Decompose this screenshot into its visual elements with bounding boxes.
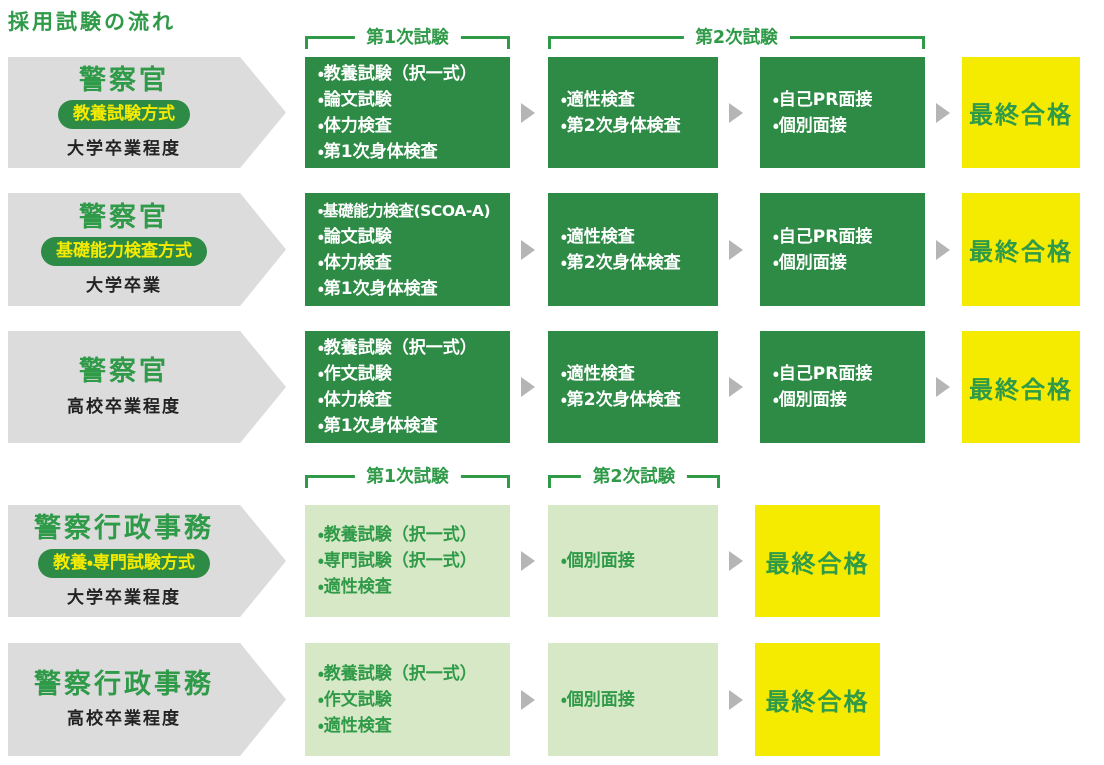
stage2-header-label-top: 第2次試験 xyxy=(683,28,790,48)
stage2-header-bracket-top: 第2次試験 xyxy=(548,28,925,49)
chevron-right-icon xyxy=(729,377,743,397)
exam-box-stage2: ・個別面接 xyxy=(548,505,718,617)
chevron-right-icon xyxy=(521,689,535,710)
exam-item: ・自己PR面接 xyxy=(773,89,873,110)
category-arrow: 警察行政事務 教養・専門試験方式 大学卒業程度 xyxy=(8,505,286,617)
exam-item: ・個別面接 xyxy=(773,390,847,410)
chevron-right-icon xyxy=(729,239,743,260)
stage1-header-bracket-bottom: 第1次試験 xyxy=(305,467,510,488)
chevron-right-icon xyxy=(521,551,535,571)
exam-item: ・自己PR面接 xyxy=(773,226,873,247)
category-level: 高校卒業程度 xyxy=(67,396,181,417)
exam-item: ・適性検査 xyxy=(318,577,392,597)
exam-item: ・第1次身体検査 xyxy=(318,416,438,436)
stage2-header-label-bottom: 第2次試験 xyxy=(580,467,688,487)
exam-box-stage3: ・自己PR面接 ・個別面接 xyxy=(760,193,925,306)
category-title: 警察行政事務 xyxy=(34,668,214,700)
stage1-header-label-top: 第1次試験 xyxy=(354,28,461,48)
flow-row-admin-university: 警察行政事務 教養・専門試験方式 大学卒業程度 ・教養試験（択一式） ・専門試験… xyxy=(0,505,1104,617)
category-arrow: 警察官 基礎能力検査方式 大学卒業 xyxy=(8,193,286,306)
exam-box-stage1: ・教養試験（択一式） ・論文試験 ・体力検査 ・第1次身体検査 xyxy=(305,57,510,168)
exam-item: ・個別面接 xyxy=(773,115,847,136)
exam-box-stage1: ・教養試験（択一式） ・作文試験 ・体力検査 ・第1次身体検査 xyxy=(305,331,510,443)
exam-item: ・第1次身体検査 xyxy=(318,141,438,162)
exam-box-stage2: ・適性検査 ・第2次身体検査 xyxy=(548,193,718,306)
category-level: 大学卒業 xyxy=(86,276,162,297)
exam-item: ・教養試験（択一式） xyxy=(318,338,477,358)
flow-row-admin-highschool: 警察行政事務 高校卒業程度 ・教養試験（択一式） ・作文試験 ・適性検査 ・個別… xyxy=(0,643,1104,756)
exam-item: ・教養試験（択一式） xyxy=(318,63,477,84)
category-badge: 教養・専門試験方式 xyxy=(38,548,210,578)
final-pass-box: 最終合格 xyxy=(962,193,1080,306)
category-badge: 基礎能力検査方式 xyxy=(41,237,207,267)
exam-box-stage2: ・適性検査 ・第2次身体検査 xyxy=(548,57,718,168)
exam-item: ・適性検査 xyxy=(318,715,392,736)
exam-box-stage1: ・教養試験（択一式） ・専門試験（択一式） ・適性検査 xyxy=(305,505,510,617)
final-pass-box: 最終合格 xyxy=(962,57,1080,168)
exam-item: ・体力検査 xyxy=(318,115,392,136)
exam-box-stage3: ・自己PR面接 ・個別面接 xyxy=(760,57,925,168)
exam-item: ・教養試験（択一式） xyxy=(318,663,477,684)
category-level: 大学卒業程度 xyxy=(67,139,181,160)
exam-item: ・第2次身体検査 xyxy=(561,115,681,136)
exam-item: ・第2次身体検査 xyxy=(561,252,681,273)
category-title: 警察官 xyxy=(79,201,169,233)
exam-item: ・個別面接 xyxy=(561,551,635,571)
flow-row-police-kiso: 警察官 基礎能力検査方式 大学卒業 ・基礎能力検査(SCOA-A) ・論文試験 … xyxy=(0,193,1104,306)
exam-item: ・作文試験 xyxy=(318,364,392,384)
exam-item: ・第2次身体検査 xyxy=(561,390,681,410)
exam-item: ・教養試験（択一式） xyxy=(318,525,477,545)
exam-item: ・専門試験（択一式） xyxy=(318,551,477,571)
category-title: 警察官 xyxy=(79,356,169,388)
final-pass-box: 最終合格 xyxy=(755,643,880,756)
chevron-right-icon xyxy=(729,551,743,571)
category-title: 警察官 xyxy=(79,64,169,96)
category-title: 警察行政事務 xyxy=(34,513,214,545)
exam-item: ・作文試験 xyxy=(318,689,392,710)
chevron-right-icon xyxy=(936,239,950,260)
category-arrow: 警察行政事務 高校卒業程度 xyxy=(8,643,286,756)
exam-item: ・個別面接 xyxy=(561,689,635,710)
exam-box-stage1: ・基礎能力検査(SCOA-A) ・論文試験 ・体力検査 ・第1次身体検査 xyxy=(305,193,510,306)
stage1-header-label-bottom: 第1次試験 xyxy=(354,467,461,487)
exam-item: ・適性検査 xyxy=(561,89,635,110)
chevron-right-icon xyxy=(936,102,950,123)
chevron-right-icon xyxy=(729,102,743,123)
exam-box-stage1: ・教養試験（択一式） ・作文試験 ・適性検査 xyxy=(305,643,510,756)
chevron-right-icon xyxy=(521,239,535,260)
category-arrow: 警察官 高校卒業程度 xyxy=(8,331,286,443)
exam-box-stage2: ・適性検査 ・第2次身体検査 xyxy=(548,331,718,443)
category-level: 高校卒業程度 xyxy=(67,709,181,730)
chevron-right-icon xyxy=(521,102,535,123)
exam-item: ・自己PR面接 xyxy=(773,364,873,384)
chevron-right-icon xyxy=(729,689,743,710)
category-arrow: 警察官 教養試験方式 大学卒業程度 xyxy=(8,57,286,168)
flow-row-police-kyoyo: 警察官 教養試験方式 大学卒業程度 ・教養試験（択一式） ・論文試験 ・体力検査… xyxy=(0,57,1104,168)
exam-box-stage2: ・個別面接 xyxy=(548,643,718,756)
page-title: 採用試験の流れ xyxy=(8,10,176,34)
exam-item: ・体力検査 xyxy=(318,390,392,410)
chevron-right-icon xyxy=(936,377,950,397)
exam-item: ・個別面接 xyxy=(773,252,847,273)
category-badge: 教養試験方式 xyxy=(58,100,190,130)
exam-item: ・基礎能力検査(SCOA-A) xyxy=(318,201,491,220)
final-pass-box: 最終合格 xyxy=(962,331,1080,443)
flow-row-police-highschool: 警察官 高校卒業程度 ・教養試験（択一式） ・作文試験 ・体力検査 ・第1次身体… xyxy=(0,331,1104,443)
exam-box-stage3: ・自己PR面接 ・個別面接 xyxy=(760,331,925,443)
exam-item: ・論文試験 xyxy=(318,226,392,247)
stage1-header-bracket-top: 第1次試験 xyxy=(305,28,510,49)
stage2-header-bracket-bottom: 第2次試験 xyxy=(548,467,720,488)
exam-item: ・第1次身体検査 xyxy=(318,278,438,299)
chevron-right-icon xyxy=(521,377,535,397)
exam-item: ・適性検査 xyxy=(561,364,635,384)
category-level: 大学卒業程度 xyxy=(67,587,181,608)
final-pass-box: 最終合格 xyxy=(755,505,880,617)
exam-item: ・体力検査 xyxy=(318,252,392,273)
exam-item: ・適性検査 xyxy=(561,226,635,247)
exam-item: ・論文試験 xyxy=(318,89,392,110)
